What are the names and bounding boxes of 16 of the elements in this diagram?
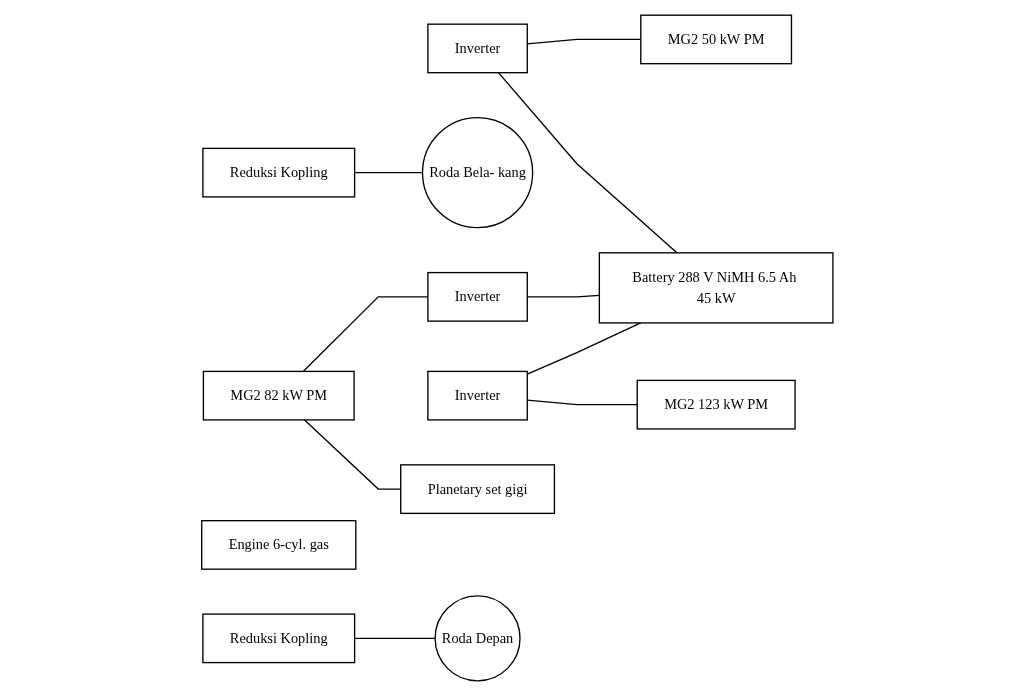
node-box: Inverter [427, 370, 529, 421]
node-circle: Roda Bela- kang [422, 116, 534, 228]
node-box: MG2 123 kW PM [636, 379, 796, 430]
node-box: MG2 82 kW PM [202, 370, 355, 421]
connector [354, 637, 436, 639]
node-circle: Roda Depan [434, 594, 521, 681]
node-box: Inverter [427, 271, 529, 322]
node-box: Engine 6-cyl. gas [201, 519, 357, 570]
node-box: Battery 288 V NiMH 6.5 Ah 45 kW [598, 251, 834, 324]
node-box: Inverter [427, 23, 529, 73]
connector [498, 71, 678, 253]
node-box: Planetary set gigi [400, 463, 556, 514]
node-box: MG2 50 kW PM [640, 14, 793, 64]
node-box: Reduksi Kopling [202, 612, 356, 663]
node-box: Reduksi Kopling [202, 147, 356, 198]
connector [302, 295, 429, 372]
